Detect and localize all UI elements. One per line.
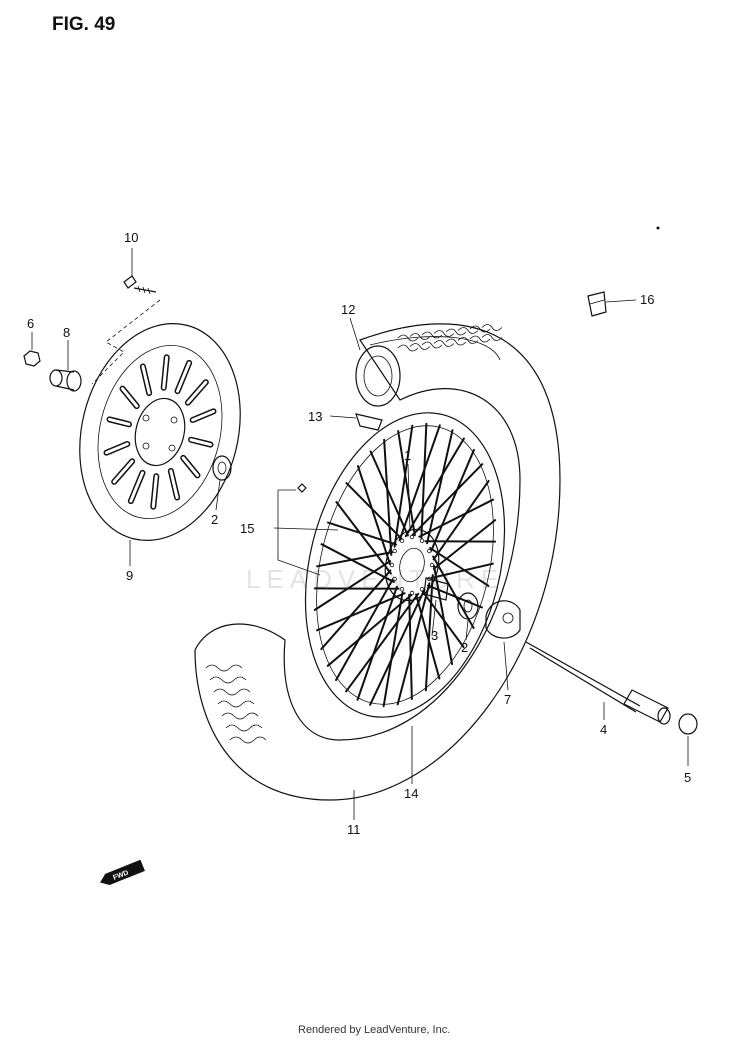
spoke xyxy=(432,479,490,561)
callout-13: 13 xyxy=(308,409,322,424)
spoke xyxy=(404,437,465,538)
callout-2-right: 2 xyxy=(461,640,468,655)
wheel-spokes xyxy=(313,422,497,708)
callout-4: 4 xyxy=(600,722,607,737)
spoke xyxy=(369,450,409,537)
spoke xyxy=(432,555,475,629)
spoke xyxy=(320,543,395,583)
figure-title: FIG. 49 xyxy=(52,14,115,35)
render-credit: Rendered by LeadVenture, Inc. xyxy=(298,1024,450,1036)
spoke xyxy=(345,592,420,693)
spoke-nipple xyxy=(297,483,307,493)
callout-8: 8 xyxy=(63,325,70,340)
spoke xyxy=(430,448,475,552)
spoke xyxy=(320,569,392,651)
spoke xyxy=(432,519,497,570)
axle-cap xyxy=(678,713,698,735)
callout-7: 7 xyxy=(504,692,511,707)
disc-nut xyxy=(23,350,41,367)
front-axle xyxy=(525,641,671,725)
spoke xyxy=(426,429,454,545)
spoke xyxy=(429,547,490,587)
spoke xyxy=(356,585,398,701)
spoke xyxy=(398,424,441,542)
spoke xyxy=(327,521,398,546)
spoke xyxy=(345,482,403,540)
valve-cap xyxy=(587,291,607,317)
wheel-hub xyxy=(384,528,440,602)
spoke xyxy=(383,438,393,556)
spoke xyxy=(415,593,441,680)
spoke xyxy=(424,574,434,692)
spoke xyxy=(382,591,404,708)
spoke xyxy=(393,424,414,548)
callout-11: 11 xyxy=(347,822,361,837)
forward-arrow-icon: FWD xyxy=(100,859,145,886)
spoke xyxy=(430,562,494,579)
callout-9: 9 xyxy=(126,568,133,583)
callout-1: 1 xyxy=(404,448,411,463)
rim-band xyxy=(355,413,383,431)
callout-16: 16 xyxy=(640,292,654,307)
spoke xyxy=(396,582,431,706)
bearing-left xyxy=(212,455,232,481)
spoke xyxy=(418,498,494,538)
spoke xyxy=(432,564,454,665)
spoke xyxy=(356,465,392,566)
callout-3: 3 xyxy=(431,628,438,643)
spoke xyxy=(335,578,394,682)
callout-12: 12 xyxy=(341,302,355,317)
leader-lines xyxy=(31,248,689,820)
spoke xyxy=(326,593,413,667)
tire-valve-cover xyxy=(355,345,401,407)
bearing-right xyxy=(457,592,479,620)
callout-5: 5 xyxy=(684,770,691,785)
hub-spacer xyxy=(423,577,449,601)
disc-spacer xyxy=(49,369,82,392)
callout-2-left: 2 xyxy=(211,512,218,527)
brake-disc xyxy=(79,323,241,541)
spoke xyxy=(316,551,394,568)
spoke xyxy=(408,593,413,700)
spoke xyxy=(313,560,392,611)
callout-15: 15 xyxy=(240,521,254,536)
callout-6: 6 xyxy=(27,316,34,331)
spoke xyxy=(397,430,416,537)
front-tire xyxy=(194,323,561,801)
spoke xyxy=(411,463,484,537)
disc-bolt xyxy=(123,275,157,295)
axle-collar xyxy=(485,600,521,639)
spoke xyxy=(420,422,428,539)
spoke xyxy=(369,588,426,706)
spoke xyxy=(335,501,392,575)
callout-10: 10 xyxy=(124,230,138,245)
callout-14: 14 xyxy=(404,786,418,801)
spoke xyxy=(316,592,406,632)
